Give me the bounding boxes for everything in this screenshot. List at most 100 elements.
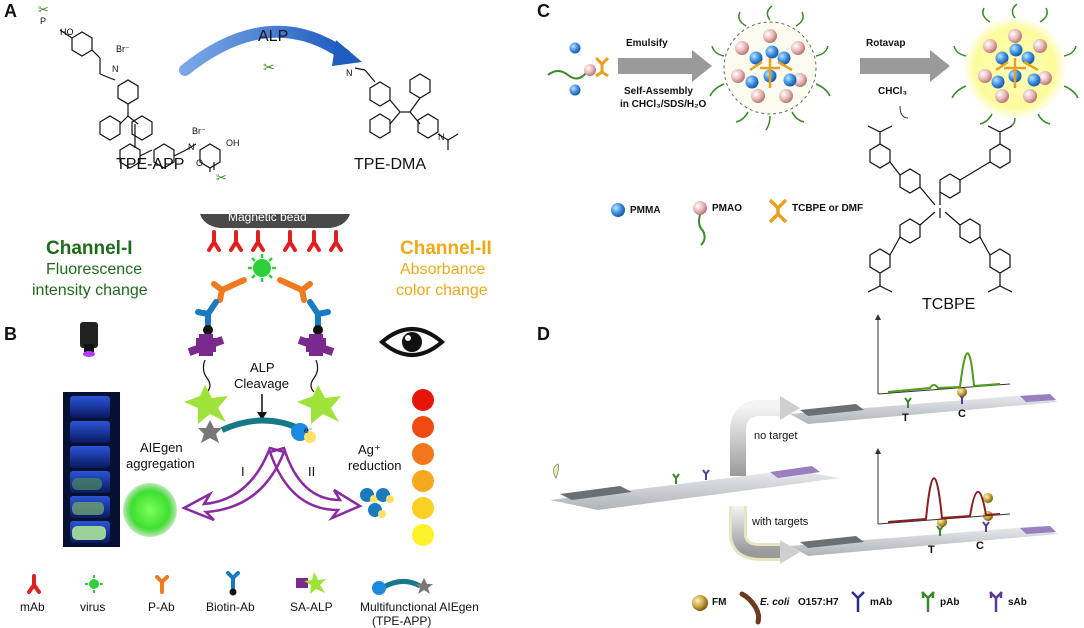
legend-pmao-icon [693,201,707,215]
legend-o157: O157:H7 [798,597,839,608]
legend-sab-d: sAb [1008,597,1027,608]
atom-br: Br⁻ [116,44,130,54]
panel-a-chemistry: HO P Br⁻ N Br⁻ N OH O N N ✂ ✂ ✂ [38,2,459,185]
panel-label-d: D [537,324,550,344]
p-ab-right [277,277,313,303]
legend-ecoli: E. coli [760,597,790,608]
panel-b-dual-channel [27,214,446,596]
legend-pab: P-Ab [148,600,175,614]
atom-o: O [196,158,203,168]
legend-aiegen-line1: Multifunctional AIEgen [360,600,479,614]
aiegen-star [198,420,222,443]
legend-pmma-icon [611,203,625,217]
path-label-ii: II [308,464,316,479]
alp-cleavage-line2: Cleavage [234,376,289,391]
strip-with-targets [790,526,1058,556]
channel-2-title: Channel-II [400,238,492,259]
atom-n-plus-2: N [188,142,195,152]
legend-biotin-ab: Biotin-Ab [206,600,255,614]
aiegen-aggregation-line1: AIEgen [140,440,183,455]
legend-sa-alp: SA-ALP [290,600,333,614]
tcbpe-structure [867,125,1013,293]
legend-aiegen-line2: (TPE-APP) [372,614,432,628]
legend-fm: FM [712,597,727,608]
legend-tcbpe-icon [768,198,788,224]
emulsify-arrow [618,50,712,82]
legend-biotin-icon [226,571,240,590]
atom-oh: OH [226,138,240,148]
chcl3-label: CHCl₃ [878,86,908,97]
legend-mab-icon [851,591,865,612]
atom-ho: HO [60,27,74,37]
panel-label-b: B [4,324,17,344]
p-ab-left [211,277,247,303]
tpe-app-label: TPE-APP [116,156,185,173]
eye-icon [378,327,446,357]
channel-2-line2: color change [396,282,488,299]
c-line-label-1: C [958,408,966,420]
aiegen-aggregate [123,483,177,537]
channel-1-title: Channel-I [46,238,133,259]
channel-2-line1: Absorbance [400,261,486,278]
enzyme-label: ALP [258,28,289,45]
panel-d-lateral-flow [550,314,1058,625]
tpe-dma-label: TPE-DMA [354,156,426,173]
channel-1-line1: Fluorescence [46,261,143,278]
c-line-label-2: C [976,540,984,552]
t-line-label-1: T [902,412,909,424]
legend-pmma: PMMA [630,205,661,216]
legend-pmao: PMAO [712,203,742,214]
arrow-head [332,40,362,66]
alp-cleavage-line1: ALP [250,360,275,375]
electron-label: e⁻ [304,426,313,435]
with-targets-label: with targets [752,516,809,528]
scissors-icon: ✂ [216,170,227,185]
legend-pab-icon [155,575,169,594]
legend-fm-icon [692,595,708,611]
ag-reduction-line2: reduction [348,458,402,473]
nanoparticle-1 [709,5,831,131]
biotin-ab-left [195,299,219,329]
tcbpe-label: TCBPE [922,296,976,313]
legend-virus: virus [80,600,106,614]
ag-electrons [360,488,394,518]
signal-with-targets [887,477,1001,523]
strip-main [550,470,840,510]
alp-star-left [184,385,228,424]
legend-pab-icon [921,591,935,612]
path-arrow-ii [268,446,363,521]
legend-pab-d: pAb [940,597,960,608]
biotin-ab-right [307,299,331,329]
aiegen-bar [220,417,300,433]
magnetic-bead [200,214,350,228]
biotin-right [313,325,323,335]
tpe-dma-structure [354,67,459,150]
magnetic-bead-label: Magnetic bead [228,210,307,224]
sa-right [297,334,335,356]
legend-virus-icon [89,579,99,589]
nanoparticle-2 [951,3,1079,127]
sample-drop [553,463,560,479]
arrow-with-targets [732,506,782,558]
legend-mab: mAb [20,600,45,614]
atom-br-2: Br⁻ [192,126,206,136]
atom-p: P [40,16,46,26]
virus-spikes [248,254,276,282]
path-label-i: I [241,464,245,479]
panel-c-nanoparticles [547,3,1079,293]
rotavap-label: Rotavap [866,38,906,49]
legend-alp-icon [304,572,326,594]
reaction-arrow [179,25,351,76]
panel-label-a: A [4,1,17,21]
legend-sa-icon [296,578,308,588]
legend-mab-d: mAb [870,597,893,608]
color-dots [412,389,434,546]
strip-no-target [790,394,1058,424]
solvent-label: in CHCl₃/SDS/H₂O [620,99,707,110]
scissors-icon: ✂ [263,59,275,75]
virus-icon [253,259,271,277]
mab-row [207,230,343,252]
tpe-app-structure [59,29,221,172]
legend-mab-icon [27,574,41,594]
